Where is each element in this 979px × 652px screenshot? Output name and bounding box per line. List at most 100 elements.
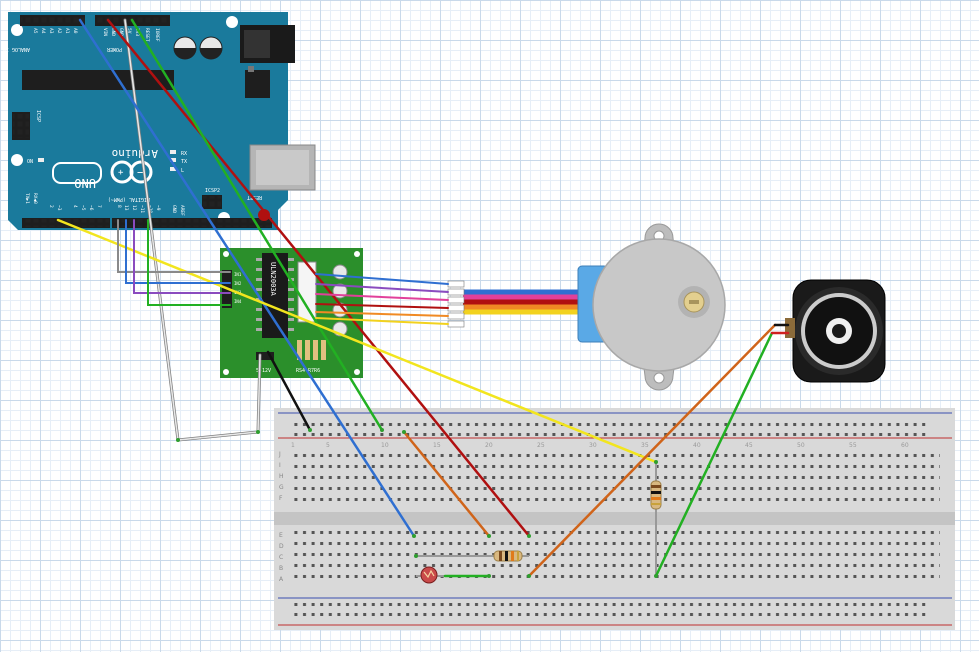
uno-text: UNO [74, 176, 96, 190]
bottom-terminal-strip [290, 530, 940, 586]
mounting-hole [11, 24, 23, 36]
row-letter: F [279, 495, 283, 502]
rx-pin-label: RX◀0 [32, 193, 38, 204]
pin-label: RESET [144, 28, 150, 42]
rx-label: RX [181, 151, 187, 157]
wire-ends [176, 428, 658, 578]
wire-motor-pink [315, 293, 449, 301]
motor-cable-connector [447, 280, 465, 328]
voltage-regulator [245, 70, 270, 98]
mounting-ear-hole [653, 372, 665, 384]
pin-label: VIN [102, 28, 108, 36]
gnd-label: GND [171, 205, 177, 213]
pin-label: ~3 [56, 205, 62, 211]
resistor-vertical [650, 462, 662, 576]
top-terminal-strip [290, 449, 940, 505]
wire-orange-link [402, 430, 491, 538]
tx-pin-label: TX▶1 [24, 193, 30, 204]
row-letter: A [279, 576, 284, 583]
col-number: 40 [693, 442, 701, 449]
wire-blue-analog [78, 18, 416, 538]
wire-motor-yellow [315, 317, 449, 325]
pin-label: A5 [32, 28, 38, 34]
wire-motor-orange [315, 311, 449, 317]
pin-label: 4 [72, 205, 78, 208]
chip-label: ULN2003A [269, 262, 277, 297]
stepper-motor [447, 223, 726, 391]
svg-text:+: + [118, 168, 124, 178]
power-label: POWER [106, 46, 122, 52]
wire-gray-in1 [117, 219, 231, 273]
in-label: IN4 [234, 299, 242, 304]
col-number: 10 [381, 442, 389, 449]
col-number: 55 [849, 442, 857, 449]
pin-label: 5V [126, 28, 132, 34]
arduino-uno-board: ANALOG IN POWER A5 A4 A3 A2 A1 A0 VIN GN… [3, 12, 316, 230]
center-channel [274, 512, 955, 525]
col-number: 45 [745, 442, 753, 449]
row-letter: G [279, 484, 284, 491]
l-label: L [181, 168, 184, 174]
reset-button[interactable] [258, 209, 270, 221]
rx-led [170, 150, 176, 154]
pin-label: GND [118, 28, 124, 36]
wire-yellow-signal [56, 218, 658, 464]
wire-motor-red [315, 303, 449, 309]
row-letter: J [278, 451, 281, 458]
pin-label: 7 [96, 205, 102, 208]
pin-label: 2 [48, 205, 54, 208]
col-number: 35 [641, 442, 649, 449]
on-label: ON [27, 159, 33, 165]
top-power-rail [290, 416, 930, 436]
wire-green-speaker [654, 331, 774, 578]
speaker [785, 279, 886, 383]
pin-label: A3 [48, 28, 54, 34]
power-label: 5-12V [256, 368, 271, 374]
wire-green-ground [130, 18, 384, 432]
analog-pin-labels: A5 A4 A3 A2 A1 A0 [32, 28, 78, 34]
uno-badge [52, 162, 102, 184]
reset-label: RESET [247, 194, 262, 200]
speaker-terminals [785, 318, 795, 338]
col-number: 30 [589, 442, 597, 449]
in-label: IN1 [234, 272, 242, 277]
aref-label: AREF [179, 205, 185, 216]
col-number: 15 [433, 442, 441, 449]
wire-motor-purple [315, 283, 449, 293]
wire-blue-in2 [125, 219, 231, 284]
analog-in-label: ANALOG IN [3, 46, 30, 52]
icsp-label: ICSP [35, 110, 41, 122]
row-letter: E [279, 532, 283, 539]
pin-label: A0 [72, 28, 78, 34]
resistor-horizontal [416, 550, 529, 562]
row-letter: C [279, 554, 283, 561]
wires [56, 18, 790, 578]
digital-label: DIGITAL (PWM~) [108, 196, 150, 202]
power-pin-labels: VIN GND GND 5V 3V3 RESET IOREF [102, 28, 160, 42]
pin-label: A4 [40, 28, 46, 34]
column-numbers: 1 5 10 15 20 25 30 35 40 45 50 55 60 [291, 442, 909, 449]
row-letter: I [279, 462, 281, 469]
bottom-power-rail [290, 601, 930, 621]
breadboard: J I H G F E D C B A 1 5 10 15 20 25 30 3… [274, 408, 955, 630]
wire-motor-blue [315, 273, 449, 285]
microcontroller-chip [22, 70, 174, 90]
tx-led [170, 158, 176, 162]
row-letter: D [279, 543, 284, 550]
pin-label: ~6 [88, 205, 94, 211]
pin-label: GND [110, 28, 116, 36]
wire-green-in4 [147, 219, 231, 306]
wire-black-ground [266, 350, 312, 432]
mounting-hole [226, 16, 238, 28]
col-number: 1 [291, 442, 295, 449]
pin-label: ~11 [139, 205, 145, 213]
col-number: 50 [797, 442, 805, 449]
pin-label: ~9 [155, 205, 161, 211]
col-number: 25 [537, 442, 545, 449]
col-number: 5 [326, 442, 330, 449]
photoresistor [416, 566, 445, 584]
pin-label: 12 [131, 205, 137, 211]
pin-label: 3V3 [134, 28, 140, 36]
mounting-hole [354, 369, 360, 375]
